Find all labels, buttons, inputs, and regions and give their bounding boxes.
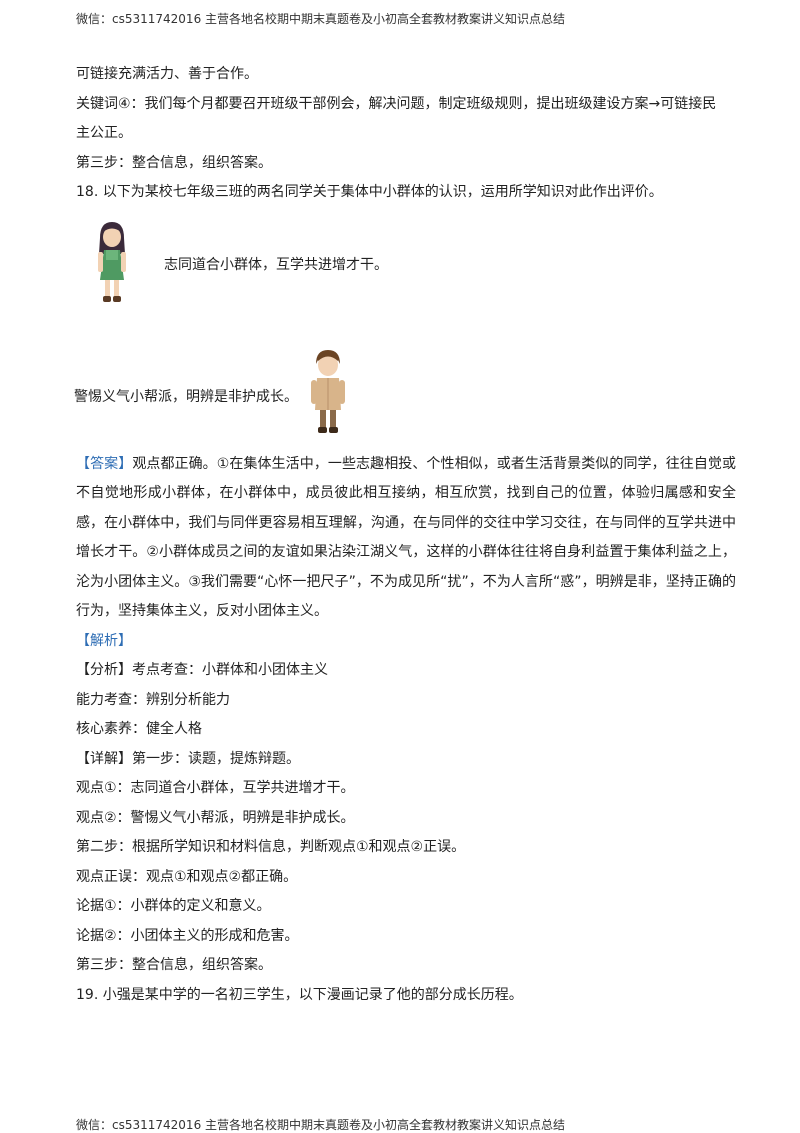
girl-figure-row: 志同道合小群体，互学共进增才干。 <box>76 220 736 320</box>
text-line: 观点②：警惕义气小帮派，明辨是非护成长。 <box>76 809 355 826</box>
text-line: 核心素养：健全人格 <box>76 721 202 737</box>
page-footer: 微信：cs5311742016 主营各地名校期中期末真题卷及小初高全套教材教案讲… <box>76 1118 566 1132</box>
text-line: 论据①：小群体的定义和意义。 <box>76 898 271 914</box>
question-19: 19. 小强是某中学的一名初三学生，以下漫画记录了他的部分成长历程。 <box>76 986 523 1003</box>
analysis-tag: 【解析】 <box>76 632 132 649</box>
page-header: 微信：cs5311742016 主营各地名校期中期末真题卷及小初高全套教材教案讲… <box>76 12 566 26</box>
text-line: 能力考查：辨别分析能力 <box>76 691 230 708</box>
text-line: 第二步：根据所学知识和材料信息，判断观点①和观点②正误。 <box>76 839 466 855</box>
question-18: 18. 以下为某校七年级三班的两名同学关于集体中小群体的认识，运用所学知识对此作… <box>76 184 663 200</box>
text-line: 主公正。 <box>76 125 132 141</box>
text-line: 关键词④：我们每个月都要召开班级干部例会，解决问题，制定班级规则，提出班级建设方… <box>76 95 717 112</box>
answer-tag: 【答案】 <box>76 455 133 472</box>
text-line: 观点正误：观点①和观点②都正确。 <box>76 868 298 885</box>
text-line: 第三步：整合信息，组织答案。 <box>76 957 272 973</box>
text-line: 【分析】考点考查：小群体和小团体主义 <box>76 662 328 678</box>
text-line: 论据②：小团体主义的形成和危害。 <box>76 927 299 944</box>
text-line: 观点①：志同道合小群体，互学共进增才干。 <box>76 780 355 796</box>
boy-figure-row: 警惕义气小帮派，明辨是非护成长。 <box>74 348 736 438</box>
girl-cartoon-image <box>98 221 126 302</box>
text-line: 可链接充满活力、善于合作。 <box>76 66 258 82</box>
answer-paragraph: 【答案】观点都正确。①在集体生活中，一些志趣相投、个性相似，或者生活背景类似的同… <box>76 450 736 627</box>
girl-speech-text: 志同道合小群体，互学共进增才干。 <box>164 256 388 273</box>
document-body: 可链接充满活力、善于合作。 关键词④：我们每个月都要召开班级干部例会，解决问题，… <box>74 60 736 1010</box>
text-line: 第三步：整合信息，组织答案。 <box>76 154 272 171</box>
boy-speech-text: 警惕义气小帮派，明辨是非护成长。 <box>74 388 298 405</box>
boy-cartoon-image <box>311 349 345 433</box>
answer-text: 观点都正确。①在集体生活中，一些志趣相投、个性相似，或者生活背景类似的同学，往往… <box>76 455 736 620</box>
text-line: 【详解】第一步：读题，提炼辩题。 <box>76 750 300 767</box>
